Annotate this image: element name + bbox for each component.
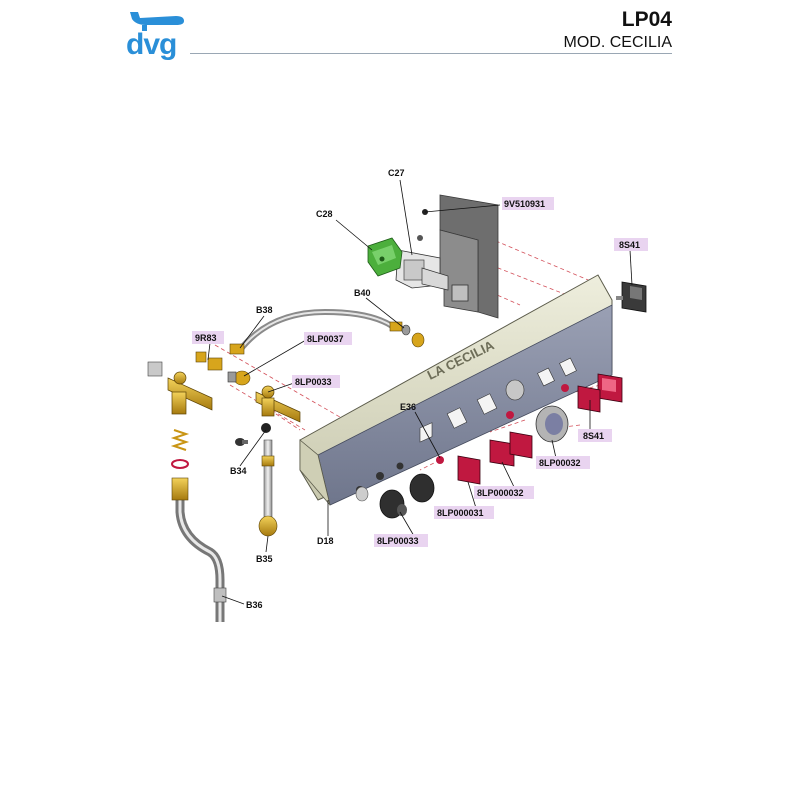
label-9r83: 9R83 <box>192 331 224 344</box>
label-9v510931: 9V510931 <box>502 197 554 210</box>
svg-text:8LP00032: 8LP00032 <box>539 458 581 468</box>
rotary-dial-8lp00032 <box>535 405 569 443</box>
svg-text:B36: B36 <box>246 600 263 610</box>
spring-assembly <box>170 429 190 469</box>
svg-text:C27: C27 <box>388 168 405 178</box>
svg-text:8S41: 8S41 <box>583 431 604 441</box>
svg-text:8LP0037: 8LP0037 <box>307 334 344 344</box>
label-8s41-bottom: 8S41 <box>578 429 612 442</box>
pipe-b36 <box>171 477 227 622</box>
pipe-b35 <box>258 439 278 537</box>
label-8lp00033: 8LP00033 <box>374 534 428 547</box>
rocker-switch-8s41-bottom <box>577 373 623 413</box>
model-name: MOD. CECILIA <box>563 34 672 51</box>
screw-b34 <box>235 423 271 446</box>
svg-text:E36: E36 <box>400 402 416 412</box>
svg-text:8LP0033: 8LP0033 <box>295 377 332 387</box>
label-b35: B35 <box>256 554 273 564</box>
dvg-logo-icon <box>130 12 184 31</box>
valve-fitting-8lp0037 <box>227 370 251 386</box>
label-b36: B36 <box>246 600 263 610</box>
rocker-switch-8lp000031 <box>457 455 481 485</box>
label-8lp000031: 8LP000031 <box>434 506 494 519</box>
label-e36: E36 <box>400 402 416 412</box>
label-8lp0037: 8LP0037 <box>304 332 352 345</box>
fittings-b40 <box>401 324 425 348</box>
svg-text:8LP000032: 8LP000032 <box>477 488 524 498</box>
valve-body-left <box>147 361 213 415</box>
svg-text:B40: B40 <box>354 288 371 298</box>
terminal-block-c28 <box>367 237 403 277</box>
svg-text:8LP00033: 8LP00033 <box>377 536 419 546</box>
label-8lp000032: 8LP000032 <box>474 486 534 499</box>
svg-text:D18: D18 <box>317 536 334 546</box>
microswitch-c27 <box>395 249 449 291</box>
svg-text:8LP000031: 8LP000031 <box>437 508 484 518</box>
label-b40: B40 <box>354 288 371 298</box>
braided-hose-b38 <box>229 308 403 355</box>
label-b34: B34 <box>230 466 247 476</box>
svg-text:B35: B35 <box>256 554 273 564</box>
rocker-switch-8s41-top <box>616 281 647 313</box>
model-code: LP04 <box>621 8 672 31</box>
svg-text:B38: B38 <box>256 305 273 315</box>
label-c27: C27 <box>388 168 405 178</box>
control-knobs-8lp00033 <box>355 473 435 519</box>
svg-text:8S41: 8S41 <box>619 240 640 250</box>
label-b38: B38 <box>256 305 273 315</box>
label-c28: C28 <box>316 209 333 219</box>
label-d18: D18 <box>317 536 334 546</box>
svg-text:9V510931: 9V510931 <box>504 199 545 209</box>
valve-fitting-9r83 <box>195 351 223 371</box>
label-8lp0033: 8LP0033 <box>292 375 340 388</box>
svg-text:9R83: 9R83 <box>195 333 217 343</box>
label-8s41-top: 8S41 <box>614 238 648 251</box>
svg-text:B34: B34 <box>230 466 247 476</box>
brand-logo-text: dvg <box>126 28 177 61</box>
front-control-panel-d18: LA CECILIA <box>299 274 613 506</box>
label-8lp00032: 8LP00032 <box>536 456 590 469</box>
header-divider <box>190 53 672 54</box>
svg-text:C28: C28 <box>316 209 333 219</box>
valve-body-8lp0033 <box>255 385 301 423</box>
leader-lines <box>207 179 633 605</box>
rocker-switch-8lp000032 <box>489 431 533 467</box>
